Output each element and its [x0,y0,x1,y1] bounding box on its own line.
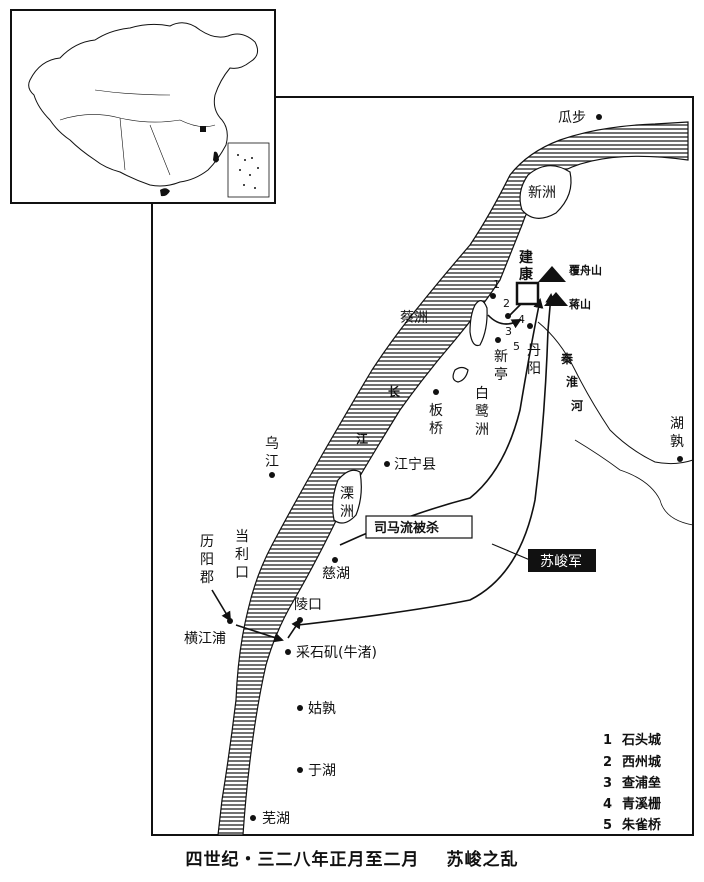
legend-num-4: 4 [603,797,612,812]
label-xinting-1: 新 [494,349,508,365]
map-caption: 四世纪・三二八年正月至二月 苏峻之乱 [0,845,704,870]
legend-name-2: 西州城 [622,754,661,770]
army-label-box [528,549,596,572]
label-wujiang-1: 乌 [265,436,279,452]
label-lizhou-2: 洲 [340,504,354,520]
label-bailuzhou-2: 鹭 [475,404,489,420]
label-lishujun-2: 阳 [200,552,214,568]
place-dots [227,114,683,821]
map-frame [151,96,694,836]
label-wujiang-2: 江 [265,454,279,470]
china-internal-borders [59,89,216,176]
qinhuai-river [537,321,694,465]
lizhou-island [332,469,362,524]
historical-map: 瓜步 新洲 建 康 覆舟山 蒋山 蔡洲 新 亭 丹 阳 白 鹭 洲 板 桥 乌 … [10,9,694,836]
marker-2: 2 [503,297,510,310]
caption-left: 四世纪・三二八年正月至二月 [185,850,420,870]
label-linkou: 陵口 [294,597,322,613]
label-hushu-1: 湖 [670,416,684,432]
bailuzhou-island [452,366,469,383]
label-jiangshan: 蒋山 [569,297,591,311]
jiankang-marker [200,126,206,132]
label-caizhou: 蔡洲 [400,310,428,326]
label-yuhu: 于湖 [308,763,336,779]
label-jiangningxian: 江宁县 [394,456,436,473]
yangtze-river [217,121,689,836]
label-river-chang: 长 [388,384,401,399]
label-danyang-1: 丹 [527,343,541,359]
label-danglikou-3: 口 [235,565,249,581]
south-sea-islands [237,154,259,189]
label-cihu: 慈湖 [322,566,350,582]
legend-name-5: 朱雀桥 [621,817,662,833]
label-hengjiangpu: 横江浦 [184,631,226,647]
label-lizhou-1: 溧 [340,486,354,502]
caption-right: 苏峻之乱 [446,850,519,870]
label-banqiao-1: 板 [429,403,443,419]
taiwan-island [213,151,219,163]
label-river-jiang: 江 [356,431,368,446]
label-caishiji: 采石矶(牛渚) [296,645,377,661]
label-qinhuai-2: 淮 [566,374,578,389]
event-box-text: 司马流被杀 [374,520,439,536]
army-label-text: 苏峻军 [540,554,582,570]
label-fuzhoushan: 覆舟山 [569,263,602,277]
marker-4: 4 [518,313,525,326]
xinzhou-island [519,165,572,219]
label-lishujun-1: 历 [200,534,214,550]
south-sea-inset [227,142,270,198]
caizhou-island [469,300,488,347]
label-banqiao-2: 桥 [429,421,443,437]
army-label-pointer [491,543,531,561]
legend-num-1: 1 [603,733,612,748]
label-qinhuai-1: 秦 [560,351,573,366]
label-jiankang-2: 康 [519,266,534,283]
label-lishujun-3: 郡 [200,570,214,586]
label-bailuzhou-1: 白 [475,386,489,402]
legend: 1 石头城 2 西州城 3 查浦垒 4 青溪栅 5 朱雀桥 [603,732,662,833]
legend-num-3: 3 [603,776,612,791]
label-danglikou-1: 当 [235,529,249,545]
marker-5: 5 [513,340,520,353]
label-danyang-2: 阳 [527,361,541,377]
label-xinting-2: 亭 [494,366,508,383]
legend-name-1: 石头城 [621,732,661,748]
china-outline [28,22,259,187]
legend-num-5: 5 [603,818,612,833]
label-bailuzhou-3: 洲 [475,422,489,438]
marker-1: 1 [493,278,500,291]
legend-name-4: 青溪栅 [622,796,661,812]
label-gushu: 姑孰 [308,700,336,717]
fuzhoushan-icon [538,266,566,282]
label-qinhuai-3: 河 [570,398,583,413]
river-tributary [574,439,694,526]
label-guabu: 瓜步 [558,110,586,126]
hainan-island [160,188,170,197]
legend-num-2: 2 [603,755,612,770]
legend-name-3: 查浦垒 [621,775,661,791]
marker-3: 3 [505,325,512,338]
label-jiankang-1: 建 [519,249,533,266]
label-danglikou-2: 利 [235,547,249,563]
jiankang-city [515,281,540,306]
label-xinzhou: 新洲 [528,185,556,201]
jiangshan-icon [544,292,568,306]
event-box [365,515,473,539]
label-hushu-2: 孰 [670,433,684,450]
label-wuhu: 芜湖 [262,810,290,827]
